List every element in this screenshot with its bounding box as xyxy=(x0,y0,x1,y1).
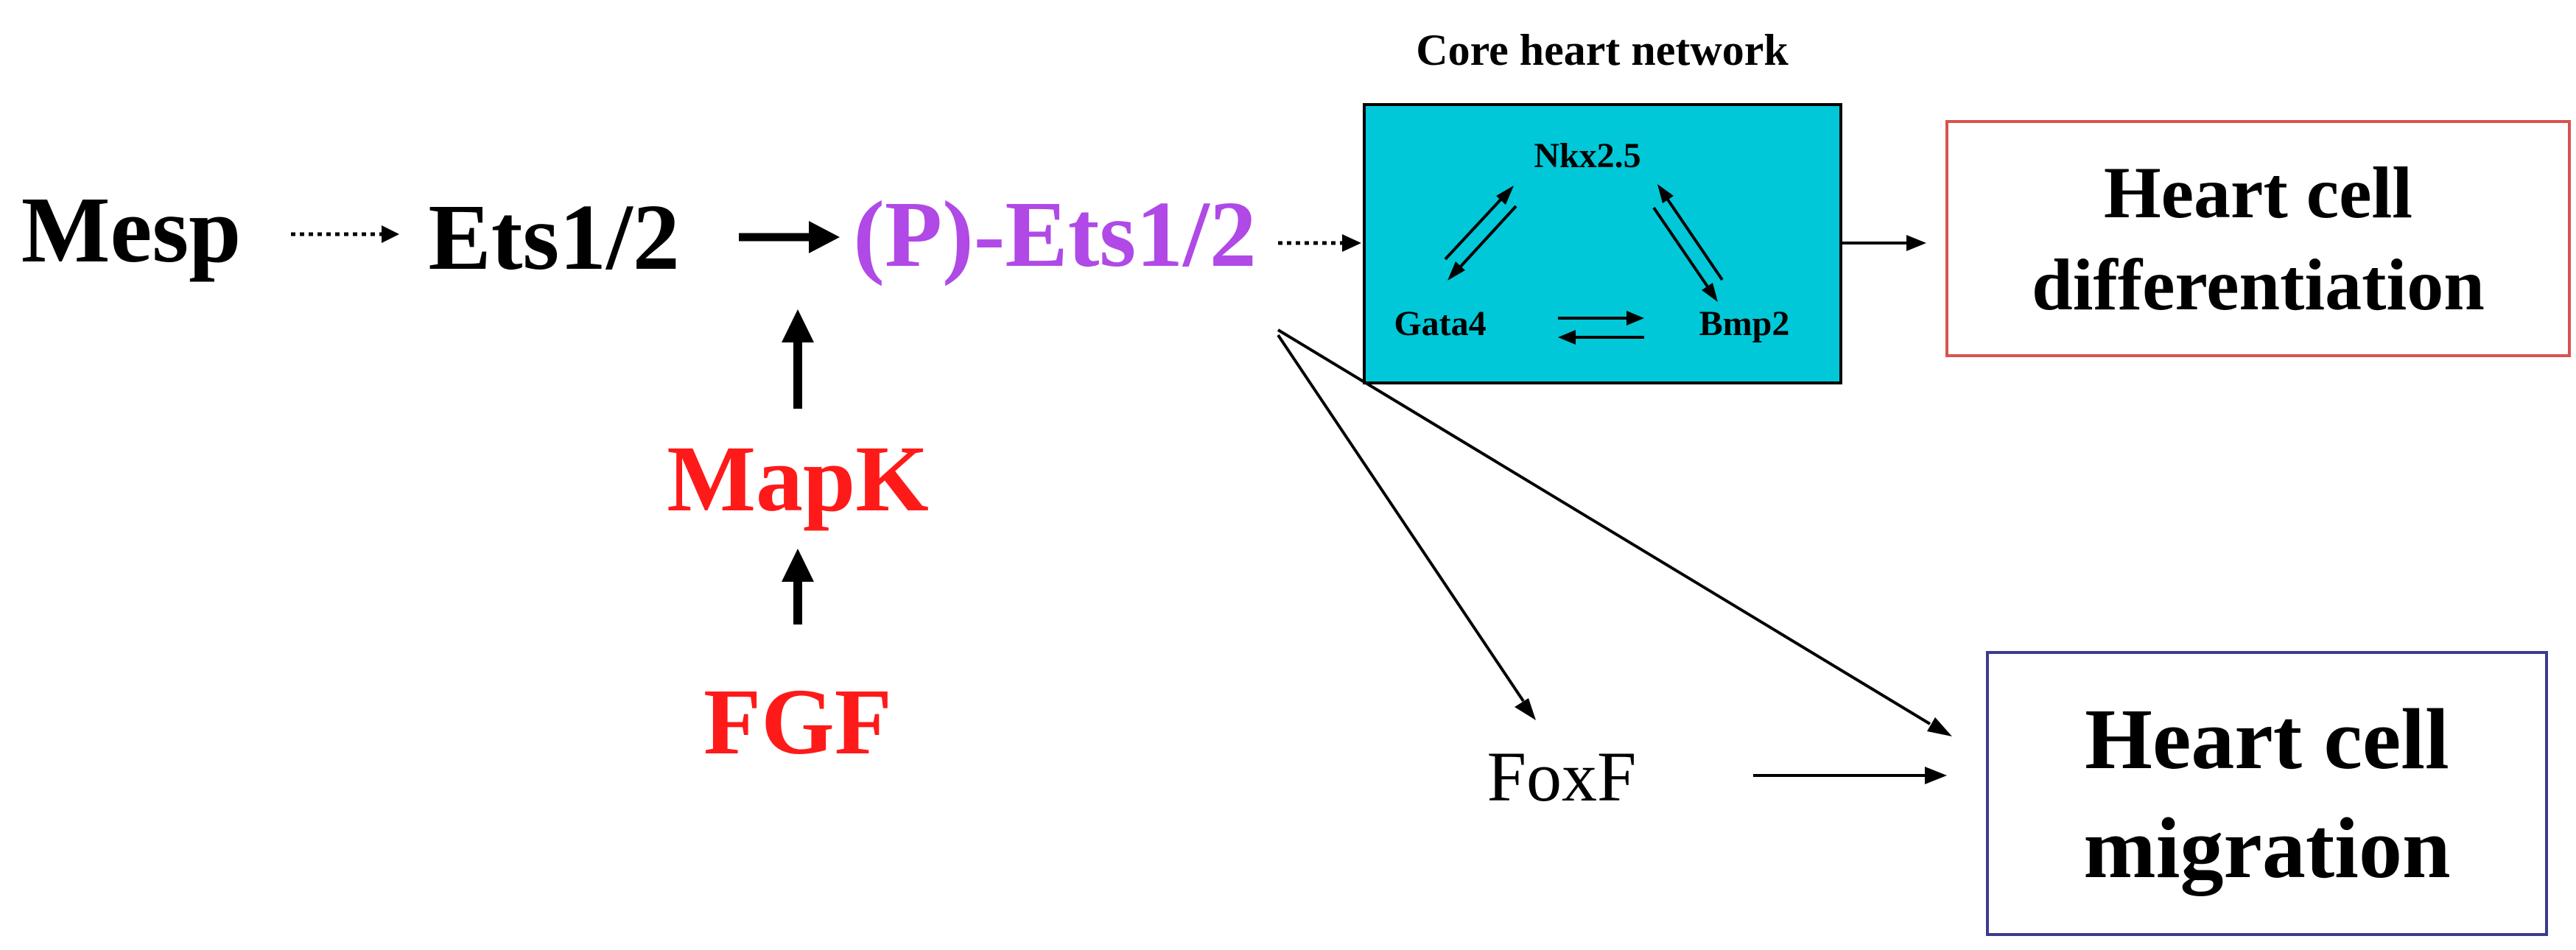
arrowhead-foxf-to-migration xyxy=(1925,767,1947,784)
outcome-migration: Heart cell migration xyxy=(1987,652,2547,935)
arrowhead-mesp-to-ets xyxy=(382,225,399,243)
core-node-nkx25: Nkx2.5 xyxy=(1534,136,1641,175)
node-fgf: FGF xyxy=(703,669,892,774)
arrowhead-gata-to-bmp xyxy=(1626,311,1644,326)
core-network-title: Core heart network xyxy=(1416,26,1789,74)
arrowhead-mapk-to-pets xyxy=(782,309,814,342)
arrow-pets-to-migration xyxy=(1277,328,1931,725)
node-foxf: FoxF xyxy=(1487,737,1637,816)
differentiation-box xyxy=(1945,120,2571,357)
arrowhead-bmp-to-nkx xyxy=(1657,184,1674,203)
arrowhead-core-to-differentiation xyxy=(1906,235,1926,251)
arrowhead-ets-to-pets xyxy=(809,221,840,253)
arrow-bmp-to-nkx xyxy=(1665,196,1724,281)
migration-box xyxy=(1986,651,2548,936)
arrowhead-pets-to-core xyxy=(1342,234,1361,252)
arrow-pets-to-foxf xyxy=(1277,334,1525,703)
outcome-migration-label: Heart cell migration xyxy=(2083,691,2451,896)
arrowhead-bmp-to-gata xyxy=(1558,330,1576,345)
arrow-nkx-to-bmp xyxy=(1652,206,1710,290)
node-p-ets12: (P)-Ets1/2 xyxy=(853,182,1257,286)
arrowhead-fgf-to-mapk xyxy=(782,549,814,582)
arrowhead-nkx-to-gata xyxy=(1447,261,1465,281)
arrowhead-gata-to-nkx xyxy=(1496,186,1514,205)
arrow-nkx-to-gata xyxy=(1457,205,1517,270)
node-ets12: Ets1/2 xyxy=(428,185,680,289)
arrow-gata-to-nkx xyxy=(1444,196,1504,261)
node-mapk: MapK xyxy=(667,426,929,531)
core-node-bmp2: Bmp2 xyxy=(1699,304,1790,343)
node-mesp: Mesp xyxy=(21,177,242,282)
arrowhead-pets-to-foxf xyxy=(1515,698,1536,720)
outcome-differentiation: Heart cell differentiation xyxy=(1947,122,2569,356)
arrowhead-nkx-to-bmp xyxy=(1702,283,1718,302)
arrowhead-pets-to-migration xyxy=(1927,717,1952,736)
outcome-differentiation-label: Heart cell differentiation xyxy=(2032,152,2485,326)
core-node-gata4: Gata4 xyxy=(1394,304,1487,343)
